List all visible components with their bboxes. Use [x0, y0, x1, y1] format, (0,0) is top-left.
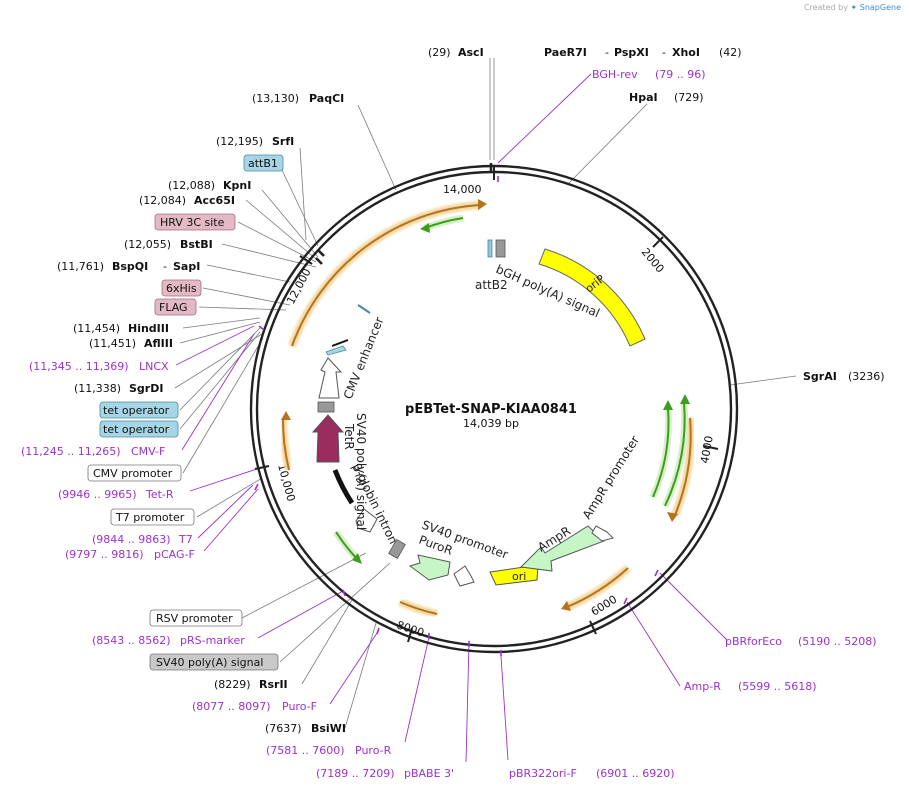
- ruler-label-4000: 4000: [698, 435, 716, 465]
- primer-pbabe-3: (7189 .. 7209) pBABE 3': [316, 767, 454, 780]
- credit-brand: SnapGene: [859, 3, 901, 12]
- site-marker: [331, 339, 349, 347]
- site-bstbi: (12,055) BstBI: [124, 238, 213, 251]
- site-ticks: [315, 163, 493, 265]
- attb1-marker: [357, 304, 371, 314]
- primer-lines: [175, 73, 728, 763]
- primer-tet-r: (9946 .. 9965) Tet-R: [58, 488, 174, 501]
- tet-operator-box-2: [99, 420, 179, 438]
- tetr-label: TetR: [342, 423, 356, 450]
- cmv-promoter-box: [87, 464, 182, 482]
- site-bsiwi: (7637) BsiWI: [265, 722, 346, 735]
- primer-puro-r: (7581 .. 7600) Puro-R: [266, 744, 392, 757]
- beta-globin-intron-feature: [332, 469, 355, 505]
- ruler-label-14000: 14,000: [443, 183, 482, 196]
- site-paqci: (13,130) PaqCI: [252, 92, 344, 105]
- cmv-promoter-feature: [318, 357, 343, 399]
- tet-operator-box-1: [99, 401, 179, 419]
- snapgene-credit: Created by ✦ SnapGene: [804, 3, 901, 12]
- site-hindiii: (11,454) HindIII: [73, 322, 169, 335]
- ori-feature: [489, 564, 539, 586]
- 6xhis-box: [161, 279, 202, 297]
- plasmid-length: 14,039 bp: [463, 417, 519, 430]
- credit-prefix: Created by: [803, 3, 848, 12]
- plasmid-name: pEBTet-SNAP-KIAA0841: [405, 402, 577, 417]
- flag-box-label: FLAG: [159, 301, 188, 314]
- snapgene-logo-icon: ✦: [850, 3, 858, 12]
- primer-bgh-rev: BGH-rev (79 .. 96): [592, 68, 706, 81]
- flag-box: [154, 298, 197, 316]
- ampr-feature: [519, 525, 605, 572]
- primer-amp-r: Amp-R (5599 .. 5618): [684, 680, 817, 693]
- cmv-promoter-box-label: CMV promoter: [93, 467, 173, 480]
- ruler-ticks: [254, 166, 719, 643]
- primer-cmv-f: (11,245 .. 11,265) CMV-F: [21, 445, 165, 458]
- site-srfi: (12,195) SrfI: [216, 135, 294, 148]
- primer-ticks: [254, 176, 659, 656]
- ampr-promoter-feature: [591, 525, 614, 542]
- ampr-promoter-label: AmpR promoter: [580, 433, 642, 521]
- attb1-box-label: attB1: [248, 157, 278, 170]
- tet-operator-box-1-label: tet operator: [103, 404, 170, 417]
- green-arcs: [333, 214, 689, 563]
- site-rsrii: (8229) RsrII: [214, 678, 288, 691]
- rsv-promoter-box: [149, 609, 243, 627]
- hrv-3c-box: [154, 213, 236, 231]
- sv40-polya-2-feature: [317, 401, 335, 413]
- hrv-3c-box-label: HRV 3C site: [160, 216, 225, 229]
- primer-lncx: (11,345 .. 11,369) LNCX: [29, 360, 169, 373]
- sv40-polya-box: [149, 653, 279, 671]
- site-hpaI: HpaI (729): [629, 91, 704, 104]
- site-sgrAI: SgrAI (3236): [803, 370, 885, 383]
- 6xhis-box-label: 6xHis: [166, 282, 197, 295]
- t7-promoter-box-label: T7 promoter: [115, 511, 185, 524]
- orf-arrowheads: [281, 199, 678, 611]
- green-arrowheads: [352, 223, 690, 564]
- t7-promoter-box: [110, 508, 195, 526]
- primer-prs-marker: (8543 .. 8562) pRS-marker: [92, 634, 245, 647]
- ori-label: ori: [512, 570, 526, 583]
- attb1-box: [243, 154, 284, 172]
- sv40-polya-2-label: SV40 poly(A) signal: [354, 413, 368, 530]
- cmv-enhancer-label: CMV enhancer: [341, 315, 387, 401]
- primer-t7: (9844 .. 9863) T7: [92, 533, 193, 546]
- site-sgrdi: (11,338) SgrDI: [74, 382, 163, 395]
- primer-pbrforeco: pBRforEco (5190 .. 5208): [725, 635, 877, 648]
- sv40-polya-box-label: SV40 poly(A) signal: [156, 656, 263, 669]
- site-acc65i: (12,084) Acc65I: [139, 194, 235, 207]
- orip-feature: [538, 248, 646, 347]
- rsv-promoter-box-label: RSV promoter: [156, 612, 233, 625]
- ruler-label-2000: 2000: [639, 246, 667, 276]
- puror-feature: [408, 554, 451, 581]
- sv40-promoter-feature: [453, 565, 475, 587]
- ruler-label-12000: 12,000: [284, 266, 314, 306]
- site-afliii: (11,451) AflIII: [89, 337, 173, 350]
- site-paer7i-group: PaeR7I - PspXI - XhoI (42): [544, 46, 742, 59]
- rsv-promoter-feature: [355, 508, 378, 533]
- site-bspqi-sapi: (11,761) BspQI - SapI: [57, 260, 200, 273]
- attb2-feature: [487, 239, 493, 258]
- orf-arcs: [278, 201, 695, 618]
- site-kpni: (12,088) KpnI: [168, 179, 251, 192]
- attb2-label: attB2: [475, 278, 508, 292]
- primer-pcag-f: (9797 .. 9816) pCAG-F: [65, 548, 195, 561]
- sv40-polya-feature: [388, 539, 406, 559]
- tet-operator-box-2-label: tet operator: [103, 423, 170, 436]
- tet-operator-feature: [325, 345, 347, 356]
- site-ascI: (29) AscI: [428, 46, 484, 59]
- primer-pbr322ori-f: pBR322ori-F (6901 .. 6920): [509, 767, 675, 780]
- bgh-polya-feature: [495, 239, 506, 258]
- tetr-feature: [311, 414, 345, 463]
- primer-puro-f: (8077 .. 8097) Puro-F: [192, 700, 317, 713]
